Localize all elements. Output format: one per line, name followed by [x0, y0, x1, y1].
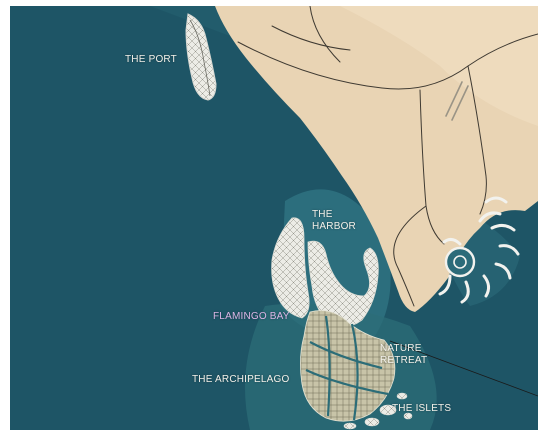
label-the-islets: THE ISLETS: [392, 403, 452, 414]
label-nature-retreat-line2: RETREAT: [380, 355, 428, 366]
label-the-harbor-line2: HARBOR: [312, 221, 356, 232]
label-the-harbor-line1: THE: [312, 209, 333, 220]
desert-landmass: [215, 6, 538, 312]
label-nature-retreat-line1: NATURE: [380, 343, 422, 354]
map-canvas: [10, 6, 538, 430]
airstrip: [445, 81, 469, 121]
label-the-port: THE PORT: [125, 54, 177, 65]
port-island: [185, 13, 217, 101]
survey-line: [389, 340, 538, 397]
flamingo-bay-island: [271, 217, 310, 319]
islets: [343, 392, 413, 430]
label-the-archipelago: THE ARCHIPELAGO: [192, 374, 290, 385]
map-view[interactable]: THE PORT THE HARBOR FLAMINGO BAY NATURE …: [10, 6, 538, 430]
crescent-resort: [438, 196, 520, 304]
archipelago-landmass: [300, 310, 396, 422]
archipelago-canals: [305, 315, 389, 421]
road-network: [237, 6, 538, 307]
label-flamingo-bay: FLAMINGO BAY: [213, 311, 290, 322]
desert-shade: [340, 6, 538, 126]
resort-ring: [444, 246, 476, 278]
